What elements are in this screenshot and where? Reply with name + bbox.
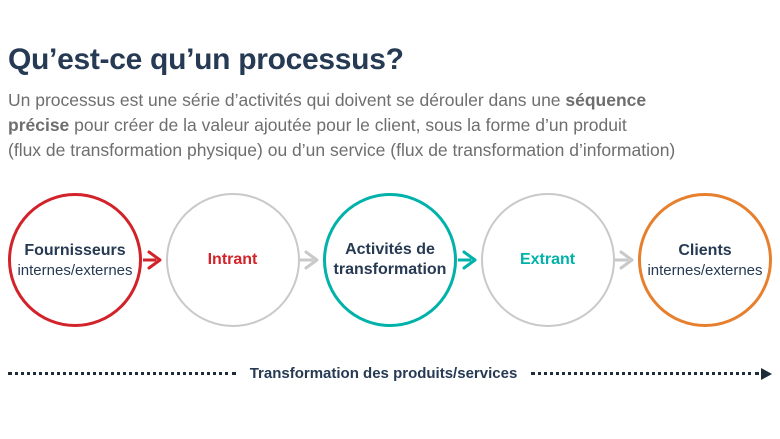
transformation-axis: Transformation des produits/services <box>8 365 772 382</box>
node-subtitle: internes/externes <box>647 261 763 279</box>
node-title: Intrant <box>207 251 258 268</box>
flow-arrow-icon <box>300 248 324 272</box>
page-title: Qu’est-ce qu’un processus? <box>8 43 404 76</box>
text-segment: (flux de transformation physique) ou d’u… <box>8 140 676 160</box>
text-segment: pour créer de la valeur ajoutée pour le … <box>69 115 627 135</box>
right-arrowhead-icon <box>761 367 772 380</box>
node-title: Extrant <box>519 251 576 268</box>
axis-label: Transformation des produits/services <box>249 365 518 382</box>
bold-text-segment: précise <box>8 115 70 135</box>
node-extrant: Extrant <box>480 193 615 327</box>
dotted-line-left <box>8 372 236 375</box>
flow-arrow-icon <box>457 248 481 272</box>
node-intrant: Intrant <box>165 193 300 327</box>
process-flow-diagram: Fournisseurs internes/externes Intrant A… <box>8 193 772 327</box>
text-segment: Un processus est une série d’activités q… <box>8 90 566 110</box>
node-title: Fournisseurs <box>24 241 126 259</box>
node-subtitle: internes/externes <box>17 261 133 279</box>
node-title: Clients <box>678 241 732 259</box>
node-activites-transformation: Activités de transformation <box>323 193 457 327</box>
node-title: Activités de transformation <box>333 241 447 278</box>
node-clients: Clients internes/externes <box>638 193 772 327</box>
node-fournisseurs: Fournisseurs internes/externes <box>8 193 142 327</box>
paragraph-line: (flux de transformation physique) ou d’u… <box>8 138 778 163</box>
intro-paragraph: Un processus est une série d’activités q… <box>8 88 778 163</box>
paragraph-line: Un processus est une série d’activités q… <box>8 88 778 113</box>
dotted-line-right <box>531 372 759 375</box>
paragraph-line: précise pour créer de la valeur ajoutée … <box>8 113 778 138</box>
flow-arrow-icon <box>615 248 639 272</box>
bold-text-segment: séquence <box>565 90 647 110</box>
flow-arrow-icon <box>142 248 166 272</box>
